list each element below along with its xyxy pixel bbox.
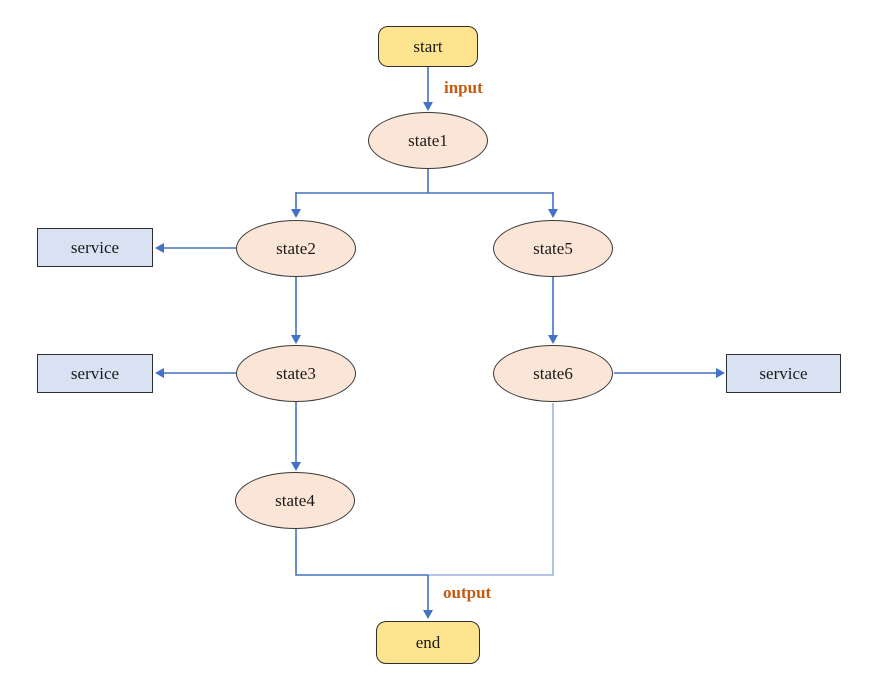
arrowhead-service3 bbox=[716, 368, 725, 378]
arrowhead-service2 bbox=[155, 368, 164, 378]
arrowhead-state3 bbox=[291, 335, 301, 344]
arrowhead-state6 bbox=[548, 335, 558, 344]
node-state6[interactable]: state6 bbox=[493, 345, 613, 402]
node-start[interactable]: start bbox=[378, 26, 478, 67]
node-service-3[interactable]: service bbox=[726, 354, 841, 393]
node-state3[interactable]: state3 bbox=[236, 345, 356, 402]
edge-label-input: input bbox=[444, 78, 483, 97]
node-state2[interactable]: state2 bbox=[236, 220, 356, 277]
node-end[interactable]: end bbox=[376, 621, 480, 664]
arrowhead-service1 bbox=[155, 243, 164, 253]
arrowhead-state1 bbox=[423, 102, 433, 111]
arrowhead-state5 bbox=[548, 209, 558, 218]
edge-state6-merge bbox=[428, 403, 554, 576]
edge-state4-merge bbox=[295, 529, 428, 576]
edge-label-output: output bbox=[443, 583, 492, 602]
node-service-2[interactable]: service bbox=[37, 354, 153, 393]
arrowhead-state4 bbox=[291, 462, 301, 471]
node-state1[interactable]: state1 bbox=[368, 112, 488, 169]
node-state4[interactable]: state4 bbox=[235, 472, 355, 529]
node-state5[interactable]: state5 bbox=[493, 220, 613, 277]
arrowhead-state2 bbox=[291, 209, 301, 218]
node-service-1[interactable]: service bbox=[37, 228, 153, 267]
arrowhead-end bbox=[423, 610, 433, 619]
